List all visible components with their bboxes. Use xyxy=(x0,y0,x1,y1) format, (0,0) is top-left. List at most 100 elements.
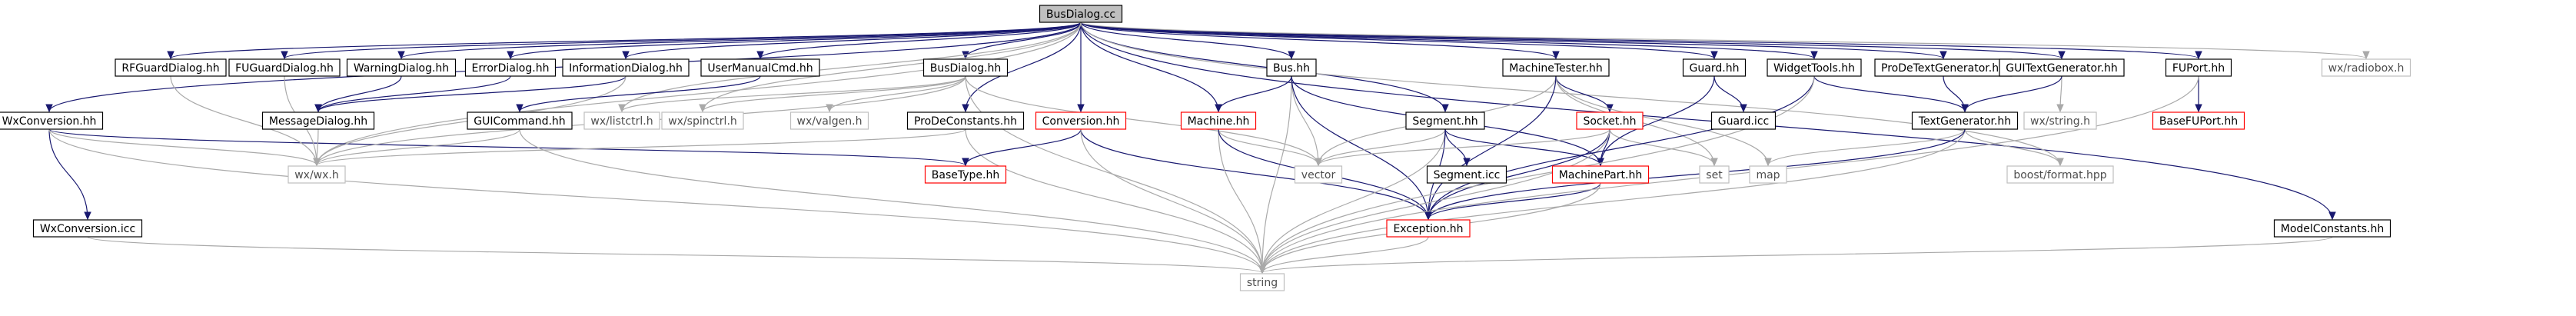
node-box xyxy=(1426,165,1507,184)
node-map: map xyxy=(1749,165,1787,184)
arrowhead-icon xyxy=(1288,51,1295,60)
arrowhead-icon xyxy=(1764,158,1772,167)
arrowhead-icon xyxy=(1552,51,1560,60)
node-box xyxy=(1502,58,1610,77)
node-box xyxy=(1999,58,2125,77)
node-label: ProDeTextGenerator.hh xyxy=(1881,62,2006,75)
node-label: Bus.hh xyxy=(1273,62,1310,75)
node-wxconversion-icc[interactable]: WxConversion.icc xyxy=(32,219,143,238)
edge-segment-hh-to-machinepart-hh xyxy=(1444,128,1601,166)
node-fuport-hh[interactable]: FUPort.hh xyxy=(2165,58,2232,77)
edges-layer xyxy=(45,22,2370,274)
arrowhead-icon xyxy=(756,51,764,60)
node-machinepart-hh[interactable]: MachinePart.hh xyxy=(1551,165,1650,184)
node-label: Machine.hh xyxy=(1188,115,1250,128)
node-guard-hh[interactable]: Guard.hh xyxy=(1682,58,1747,77)
arrowhead-icon xyxy=(1215,104,1222,113)
node-box xyxy=(115,58,227,77)
edge-wxconversion-hh-to-basetype-hh xyxy=(48,128,966,166)
arrowhead-icon xyxy=(1810,51,1818,60)
node-box xyxy=(1039,5,1123,23)
node-basefuport-hh[interactable]: BaseFUPort.hh xyxy=(2152,111,2245,130)
node-label: ErrorDialog.hh xyxy=(472,62,550,75)
node-box xyxy=(464,58,557,77)
node-modelconstants-hh[interactable]: ModelConstants.hh xyxy=(2273,219,2392,238)
node-label: wx/spinctrl.h xyxy=(668,115,737,128)
arrowhead-icon xyxy=(314,104,322,113)
edge-busdialog-cc-to-guitextgenerator-hh xyxy=(1080,22,2062,59)
node-segment-hh[interactable]: Segment.hh xyxy=(1405,111,1485,130)
node-bus-hh[interactable]: Bus.hh xyxy=(1266,58,1317,77)
node-socket-hh[interactable]: Socket.hh xyxy=(1576,111,1644,130)
node-machinetester-hh[interactable]: MachineTester.hh xyxy=(1502,58,1610,77)
node-warningdialog-hh[interactable]: WarningDialog.hh xyxy=(346,58,457,77)
node-wx-listctrl-h: wx/listctrl.h xyxy=(583,111,660,130)
node-busdialog-cc[interactable]: BusDialog.cc xyxy=(1039,5,1123,23)
node-machine-hh[interactable]: Machine.hh xyxy=(1180,111,1257,130)
node-label: MachineTester.hh xyxy=(1509,62,1602,75)
edge-machine-hh-to-vector xyxy=(1218,128,1319,166)
edge-busdialog-hh-to-wx-valgen-h xyxy=(829,75,966,112)
node-label: boost/format.hpp xyxy=(2013,169,2106,181)
node-guitextgenerator-hh[interactable]: GUITextGenerator.hh xyxy=(1999,58,2125,77)
node-fuguarddialog-hh[interactable]: FUGuardDialog.hh xyxy=(228,58,341,77)
edge-widgettools-hh-to-textgenerator-hh xyxy=(1813,75,1966,112)
edge-busdialog-cc-to-machinetester-hh xyxy=(1080,22,1557,59)
arrowhead-icon xyxy=(962,104,969,113)
edge-widgettools-hh-to-string xyxy=(1261,75,1815,274)
node-label: FUPort.hh xyxy=(2172,62,2225,75)
node-usermanualcmd-hh[interactable]: UserManualCmd.hh xyxy=(700,58,820,77)
edge-textgenerator-hh-to-boost-format-hpp xyxy=(1964,128,2061,166)
node-prodetextgenerator-hh[interactable]: ProDeTextGenerator.hh xyxy=(1874,58,2013,77)
node-label: wx/string.h xyxy=(2030,115,2090,128)
edge-busdialog-cc-to-modelconstants-hh xyxy=(1080,22,2333,220)
node-guicommand-hh[interactable]: GUICommand.hh xyxy=(467,111,573,130)
node-exception-hh[interactable]: Exception.hh xyxy=(1386,219,1471,238)
edge-busdialog-cc-to-wx-wx-h xyxy=(316,22,1082,166)
edge-guicommand-hh-to-string xyxy=(519,128,1263,274)
node-messagedialog-hh[interactable]: MessageDialog.hh xyxy=(261,111,375,130)
node-basetype-hh[interactable]: BaseType.hh xyxy=(924,165,1007,184)
node-prodeconstants-hh[interactable]: ProDeConstants.hh xyxy=(906,111,1025,130)
arrowhead-icon xyxy=(1961,104,1969,113)
arrowhead-icon xyxy=(1077,104,1085,113)
arrowhead-icon xyxy=(618,104,626,113)
node-informationdialog-hh[interactable]: InformationDialog.hh xyxy=(562,58,690,77)
edge-busdialog-cc-to-bus-hh xyxy=(1080,22,1292,59)
edge-fuport-hh-to-string xyxy=(1261,75,2199,274)
edge-wxconversion-hh-to-wxconversion-icc xyxy=(48,128,88,220)
node-label: ProDeConstants.hh xyxy=(914,115,1017,128)
node-conversion-hh[interactable]: Conversion.hh xyxy=(1035,111,1127,130)
node-label: Segment.hh xyxy=(1412,115,1477,128)
node-textgenerator-hh[interactable]: TextGenerator.hh xyxy=(1911,111,2019,130)
edge-socket-hh-to-exception-hh xyxy=(1428,128,1610,220)
node-label: Exception.hh xyxy=(1393,223,1463,235)
node-segment-icc[interactable]: Segment.icc xyxy=(1426,165,1507,184)
node-box xyxy=(1682,58,1747,77)
node-box xyxy=(1911,111,2019,130)
node-box xyxy=(1710,111,1777,130)
edge-busdialog-cc-to-fuguarddialog-hh xyxy=(284,22,1082,59)
edge-guicommand-hh-to-wx-wx-h xyxy=(316,128,520,166)
node-wxconversion-hh[interactable]: WxConversion.hh xyxy=(0,111,104,130)
edge-wxconversion-hh-to-wx-wx-h xyxy=(48,128,317,166)
node-guard-icc[interactable]: Guard.icc xyxy=(1710,111,1777,130)
node-label: BusDialog.cc xyxy=(1046,8,1115,21)
edge-busdialog-cc-to-errordialog-hh xyxy=(510,22,1082,59)
node-busdialog-hh[interactable]: BusDialog.hh xyxy=(922,58,1009,77)
arrowhead-icon xyxy=(281,51,288,60)
edge-machinepart-hh-to-exception-hh xyxy=(1428,182,1601,220)
edge-busdialog-cc-to-busdialog-hh xyxy=(965,22,1082,59)
node-errordialog-hh[interactable]: ErrorDialog.hh xyxy=(464,58,557,77)
node-rfguarddialog-hh[interactable]: RFGuardDialog.hh xyxy=(115,58,227,77)
node-box xyxy=(2321,58,2411,77)
node-widgettools-hh[interactable]: WidgetTools.hh xyxy=(1767,58,1862,77)
edge-busdialog-cc-to-informationdialog-hh xyxy=(625,22,1082,59)
arrowhead-icon xyxy=(167,51,175,60)
node-label: BaseType.hh xyxy=(932,169,999,181)
node-label: MachinePart.hh xyxy=(1559,169,1642,181)
node-box xyxy=(2273,219,2392,238)
node-box xyxy=(922,58,1009,77)
